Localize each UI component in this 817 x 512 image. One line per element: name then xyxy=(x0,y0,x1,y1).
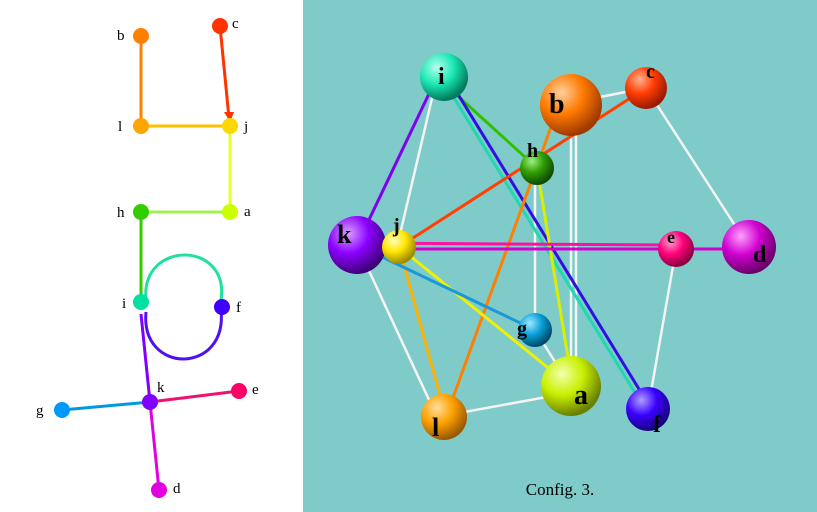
svg-text:h: h xyxy=(527,140,538,162)
edge-j-a xyxy=(398,245,574,390)
edge-k-d xyxy=(148,401,161,491)
svg-text:e: e xyxy=(252,382,259,398)
svg-text:b: b xyxy=(549,89,565,120)
edge-i-k xyxy=(139,313,152,403)
left-graph-panel: b c l j h a i f k g e d xyxy=(0,0,303,512)
edge-g-k xyxy=(61,400,151,412)
node-g: g xyxy=(36,402,70,419)
svg-text:b: b xyxy=(117,28,125,44)
svg-text:a: a xyxy=(244,204,251,220)
edge-h-a xyxy=(535,167,575,389)
node-c: c xyxy=(212,16,239,34)
node-b: b xyxy=(117,28,149,44)
edge-i-f-top xyxy=(144,253,224,301)
node-e: e xyxy=(231,382,259,399)
sphere-j: j xyxy=(382,215,416,264)
svg-text:c: c xyxy=(646,61,655,83)
sphere-f: f xyxy=(626,387,670,438)
sphere-l: l xyxy=(421,394,467,442)
svg-text:g: g xyxy=(36,403,44,419)
svg-text:l: l xyxy=(118,119,122,135)
svg-text:a: a xyxy=(574,380,588,411)
arrow-c-j xyxy=(224,112,234,122)
node-i: i xyxy=(122,294,149,312)
svg-text:l: l xyxy=(432,413,439,442)
right-3d-graph-panel: i b c h k j e d g a l f Config. 3. xyxy=(303,0,817,512)
node-d: d xyxy=(151,481,181,498)
edge-k-e xyxy=(149,389,240,404)
left-graph-svg: b c l j h a i f k g e d xyxy=(36,16,259,498)
node-k: k xyxy=(142,380,165,410)
sphere-i: i xyxy=(420,53,468,101)
svg-text:d: d xyxy=(753,242,767,268)
svg-text:c: c xyxy=(232,16,239,32)
edge-k-g xyxy=(356,243,536,332)
sphere-c: c xyxy=(625,61,667,109)
edge-c-j xyxy=(218,25,231,119)
node-h: h xyxy=(117,204,149,221)
svg-text:k: k xyxy=(157,380,165,396)
svg-text:d: d xyxy=(173,481,181,497)
svg-text:e: e xyxy=(667,227,675,247)
svg-text:i: i xyxy=(438,64,445,90)
sphere-a: a xyxy=(541,356,601,416)
sphere-g: g xyxy=(517,313,552,347)
config-caption: Config. 3. xyxy=(525,480,595,499)
svg-text:h: h xyxy=(117,205,125,221)
edge-f-i-bottom xyxy=(144,309,223,361)
node-a: a xyxy=(222,204,251,220)
svg-text:f: f xyxy=(236,300,241,316)
node-f: f xyxy=(214,299,241,316)
svg-text:j: j xyxy=(392,215,400,237)
svg-text:k: k xyxy=(337,220,352,249)
svg-text:j: j xyxy=(243,119,248,135)
sphere-e: e xyxy=(658,227,694,267)
sphere-d: d xyxy=(722,220,776,274)
edge-k-i xyxy=(355,76,439,246)
right-graph-svg: i b c h k j e d g a l f xyxy=(328,53,776,442)
svg-text:i: i xyxy=(122,296,126,312)
svg-text:f: f xyxy=(653,412,662,438)
sphere-b: b xyxy=(540,74,602,136)
node-l: l xyxy=(118,118,149,135)
edge-j-l xyxy=(397,246,448,418)
svg-text:g: g xyxy=(517,318,527,340)
sphere-k: k xyxy=(328,216,386,274)
sphere-h: h xyxy=(520,140,554,185)
node-j: j xyxy=(222,118,248,135)
